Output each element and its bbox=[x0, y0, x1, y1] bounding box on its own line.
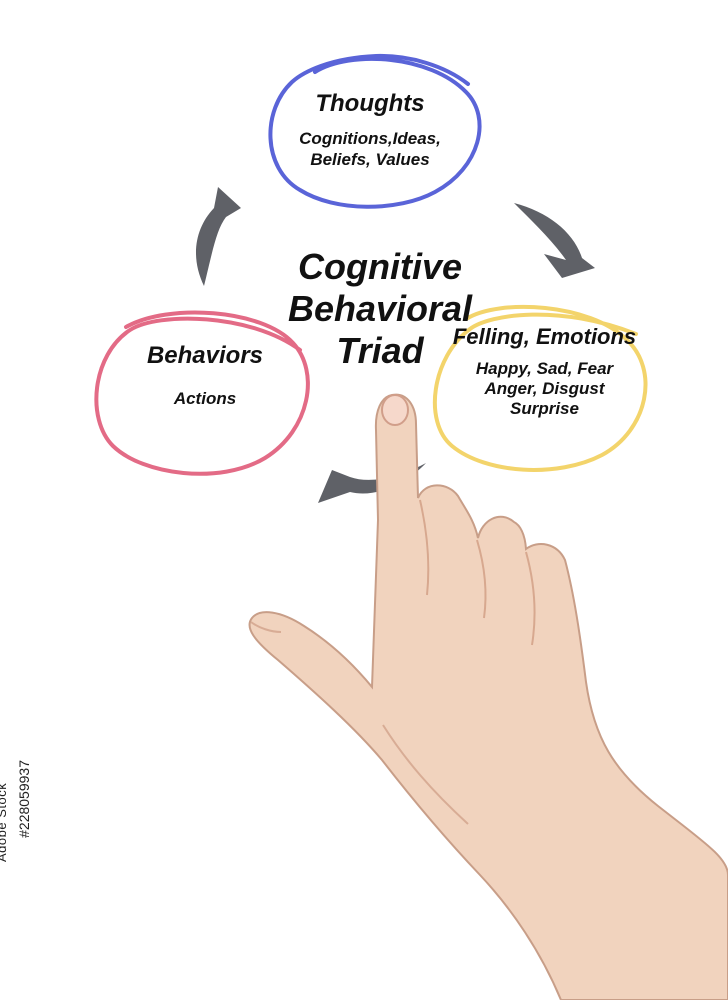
feelings-node: Felling, Emotions Happy, Sad, Fear Anger… bbox=[452, 324, 637, 419]
behaviors-detail-line-1: Actions bbox=[173, 389, 237, 408]
behaviors-ellipse bbox=[94, 310, 310, 476]
feelings-title: Felling, Emotions bbox=[452, 324, 637, 349]
feelings-title-line-1: Felling, bbox=[452, 324, 530, 349]
behaviors-details: Actions bbox=[115, 388, 295, 409]
feelings-detail-line-3: Surprise bbox=[510, 399, 579, 418]
behaviors-title: Behaviors bbox=[146, 342, 264, 369]
thoughts-title: Thoughts bbox=[315, 90, 425, 117]
thoughts-details: Cognitions,Ideas, Beliefs, Values bbox=[280, 128, 460, 170]
feelings-detail-line-2: Anger, Disgust bbox=[484, 379, 605, 398]
feelings-title-line-2: Emotions bbox=[535, 324, 637, 349]
stock-id-watermark: #228059937 bbox=[16, 760, 32, 838]
behaviors-node: Behaviors Actions bbox=[115, 342, 295, 409]
central-title: Cognitive Behavioral Triad bbox=[250, 246, 510, 372]
arrow-thoughts-to-feelings bbox=[514, 203, 595, 278]
central-title-line-1: Cognitive bbox=[297, 246, 462, 287]
feelings-detail-line-1: Happy, Sad, Fear bbox=[475, 359, 614, 378]
central-title-line-2: Behavioral bbox=[287, 288, 473, 329]
thoughts-ellipse bbox=[268, 53, 482, 209]
thoughts-detail-line-2: Beliefs, Values bbox=[310, 150, 430, 169]
stock-watermark: Adobe Stock bbox=[0, 782, 9, 862]
feelings-details: Happy, Sad, Fear Anger, Disgust Surprise bbox=[452, 359, 637, 419]
arrow-feelings-to-behaviors bbox=[318, 463, 426, 503]
central-title-line-3: Triad bbox=[336, 330, 424, 371]
thoughts-detail-line-1: Cognitions,Ideas, bbox=[299, 129, 441, 148]
feelings-ellipse bbox=[432, 304, 648, 472]
arrow-behaviors-to-thoughts bbox=[195, 187, 241, 286]
thoughts-node: Thoughts Cognitions,Ideas, Beliefs, Valu… bbox=[280, 90, 460, 170]
pointing-hand-image bbox=[248, 393, 728, 1000]
